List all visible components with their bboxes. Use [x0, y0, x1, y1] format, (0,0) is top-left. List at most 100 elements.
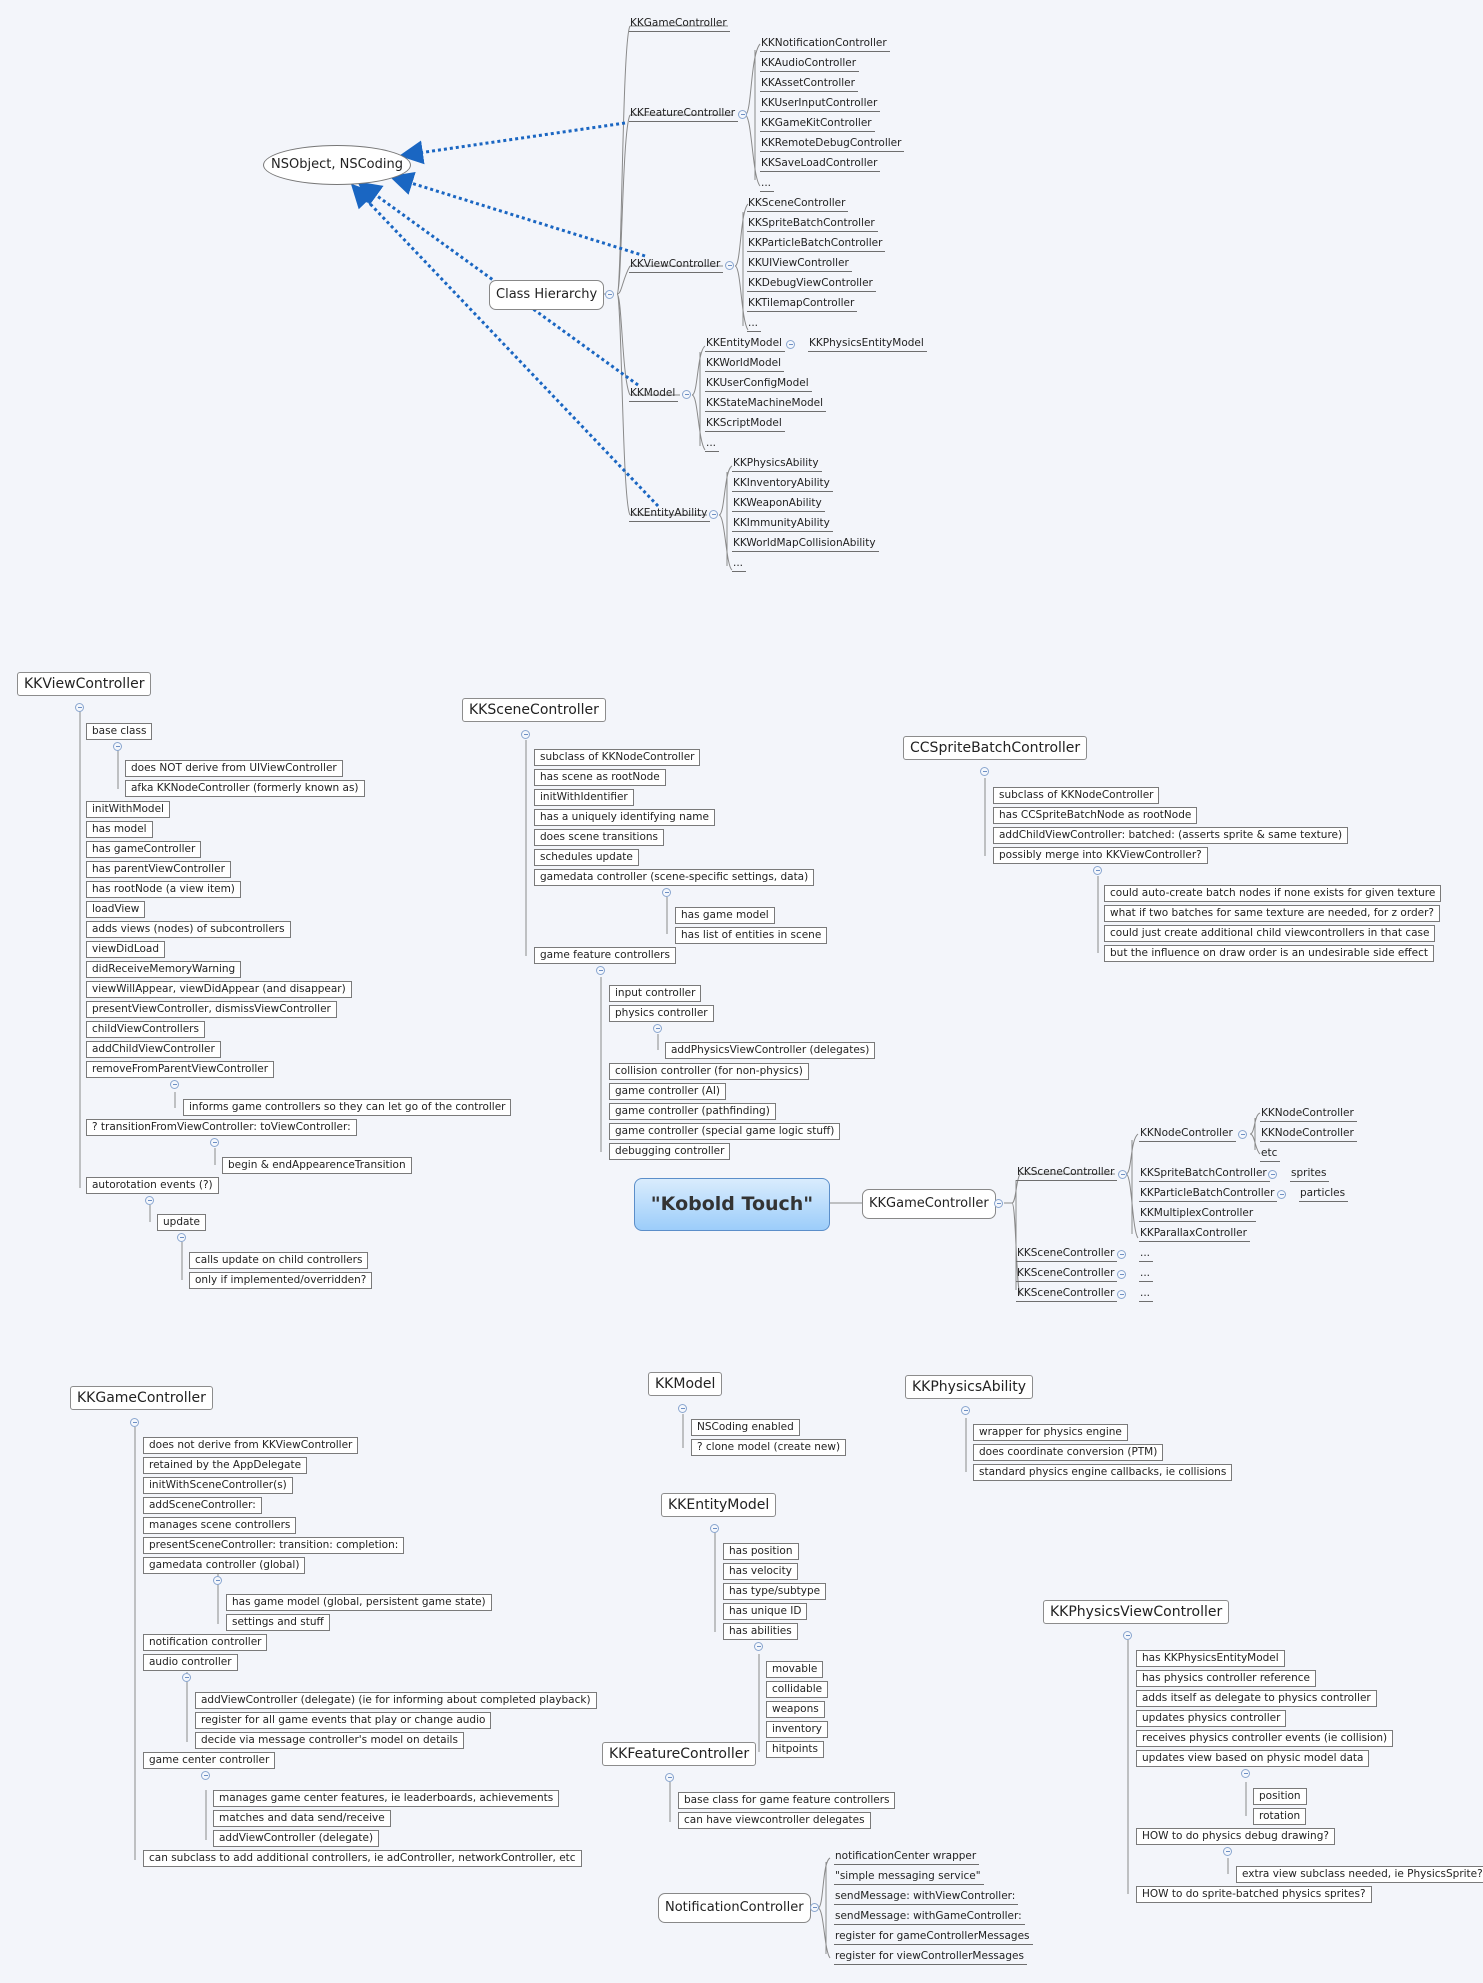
entity-item[interactable]: has abilities — [723, 1623, 798, 1640]
collapse-toggle-icon[interactable] — [113, 742, 122, 751]
model-item[interactable]: ? clone model (create new) — [691, 1439, 847, 1456]
vc-item[interactable]: has model — [86, 821, 153, 838]
notification-item[interactable]: register for viewControllerMessages — [834, 1950, 1027, 1965]
central-scene-controller[interactable]: KKSceneController — [1016, 1166, 1118, 1181]
sprite-batch-child[interactable]: could auto-create batch nodes if none ex… — [1104, 885, 1442, 902]
vc-remove-child[interactable]: informs game controllers so they can let… — [183, 1099, 512, 1116]
physics-view-item[interactable]: updates physics controller — [1136, 1710, 1287, 1727]
hierarchy-view-child[interactable]: KKSpriteBatchController — [747, 217, 878, 232]
collapse-toggle-icon[interactable] — [1268, 1170, 1277, 1179]
collapse-toggle-icon[interactable] — [980, 767, 989, 776]
collapse-toggle-icon[interactable] — [1093, 866, 1102, 875]
hierarchy-model-child[interactable]: ... — [705, 437, 720, 452]
central-node-child[interactable]: KKNodeController — [1260, 1127, 1357, 1142]
vc-item[interactable]: initWithModel — [86, 801, 170, 818]
vc-item[interactable]: presentViewController, dismissViewContro… — [86, 1001, 337, 1018]
collapse-toggle-icon[interactable] — [653, 1024, 662, 1033]
collapse-toggle-icon[interactable] — [1117, 1290, 1126, 1299]
vc-item[interactable]: loadView — [86, 901, 146, 918]
physics-view-debug[interactable]: HOW to do physics debug drawing? — [1136, 1828, 1335, 1845]
physics-view-update-child[interactable]: position — [1253, 1788, 1307, 1805]
model-title[interactable]: KKModel — [648, 1372, 723, 1396]
collapse-toggle-icon[interactable] — [605, 290, 614, 299]
entity-item[interactable]: has unique ID — [723, 1603, 808, 1620]
game-item[interactable]: gamedata controller (global) — [143, 1557, 306, 1574]
physics-ability-item[interactable]: does coordinate conversion (PTM) — [973, 1444, 1164, 1461]
collapse-toggle-icon[interactable] — [961, 1406, 970, 1415]
collapse-toggle-icon[interactable] — [1238, 1130, 1247, 1139]
vc-item[interactable]: didReceiveMemoryWarning — [86, 961, 242, 978]
game-audio-child[interactable]: addViewController (delegate) (ie for inf… — [195, 1692, 597, 1709]
collapse-toggle-icon[interactable] — [1277, 1190, 1286, 1199]
physics-view-item[interactable]: updates view based on physic model data — [1136, 1750, 1370, 1767]
notification-item[interactable]: register for gameControllerMessages — [834, 1930, 1033, 1945]
physics-view-update-child[interactable]: rotation — [1253, 1808, 1307, 1825]
scene-game-feature-controllers[interactable]: game feature controllers — [534, 947, 676, 964]
hierarchy-ability-child[interactable]: KKImmunityAbility — [732, 517, 833, 532]
game-item[interactable]: initWithSceneController(s) — [143, 1477, 293, 1494]
game-center-child[interactable]: manages game center features, ie leaderb… — [213, 1790, 560, 1807]
central-ellipsis[interactable]: ... — [1139, 1267, 1154, 1282]
entity-item[interactable]: has velocity — [723, 1563, 798, 1580]
hierarchy-feature-child[interactable]: KKAssetController — [760, 77, 858, 92]
vc-item[interactable]: removeFromParentViewController — [86, 1061, 275, 1078]
game-gamedata-child[interactable]: settings and stuff — [226, 1614, 330, 1631]
entity-model-title[interactable]: KKEntityModel — [661, 1493, 777, 1517]
notification-item[interactable]: sendMessage: withViewController: — [834, 1890, 1019, 1905]
physics-ability-title[interactable]: KKPhysicsAbility — [905, 1375, 1034, 1399]
scene-feature-item[interactable]: game controller (special game logic stuf… — [609, 1123, 841, 1140]
hierarchy-feature-child[interactable]: KKUserInputController — [760, 97, 881, 112]
central-more-scene[interactable]: KKSceneController — [1016, 1247, 1118, 1262]
physics-ability-item[interactable]: wrapper for physics engine — [973, 1424, 1128, 1441]
central-sprite-batch[interactable]: KKSpriteBatchController — [1139, 1167, 1270, 1182]
game-audio[interactable]: audio controller — [143, 1654, 238, 1671]
central-ellipsis[interactable]: ... — [1139, 1247, 1154, 1262]
central-particles[interactable]: particles — [1299, 1187, 1349, 1202]
scene-feature-item[interactable]: game controller (AI) — [609, 1083, 727, 1100]
central-multiplex[interactable]: KKMultiplexController — [1139, 1207, 1257, 1222]
nsobject-root-node[interactable]: NSObject, NSCoding — [263, 145, 411, 185]
vc-item[interactable]: has rootNode (a view item) — [86, 881, 241, 898]
notification-item[interactable]: "simple messaging service" — [834, 1870, 984, 1885]
collapse-toggle-icon[interactable] — [596, 966, 605, 975]
central-more-scene[interactable]: KKSceneController — [1016, 1287, 1118, 1302]
feature-controller-title[interactable]: KKFeatureController — [602, 1742, 757, 1766]
physics-view-item[interactable]: has physics controller reference — [1136, 1670, 1316, 1687]
scene-item[interactable]: gamedata controller (scene-specific sett… — [534, 869, 815, 886]
hierarchy-view-child[interactable]: KKParticleBatchController — [747, 237, 886, 252]
collapse-toggle-icon[interactable] — [213, 1576, 222, 1585]
collapse-toggle-icon[interactable] — [182, 1673, 191, 1682]
vc-transition-child[interactable]: begin & endAppearenceTransition — [222, 1157, 412, 1174]
collapse-toggle-icon[interactable] — [145, 1196, 154, 1205]
entity-ability[interactable]: collidable — [766, 1681, 829, 1698]
scene-gamedata-child[interactable]: has game model — [675, 907, 775, 924]
collapse-toggle-icon[interactable] — [725, 261, 734, 270]
hierarchy-model[interactable]: KKModel — [629, 387, 679, 402]
vc-base-class-child[interactable]: does NOT derive from UIViewController — [125, 760, 343, 777]
scene-controller-title[interactable]: KKSceneController — [462, 698, 606, 722]
sprite-batch-child[interactable]: but the influence on draw order is an un… — [1104, 945, 1434, 962]
hierarchy-feature-controller[interactable]: KKFeatureController — [629, 107, 739, 122]
vc-item[interactable]: adds views (nodes) of subcontrollers — [86, 921, 291, 938]
sprite-batch-child[interactable]: what if two batches for same texture are… — [1104, 905, 1440, 922]
scene-item[interactable]: initWithIdentifier — [534, 789, 634, 806]
class-hierarchy-node[interactable]: Class Hierarchy — [489, 280, 605, 310]
vc-base-class[interactable]: base class — [86, 723, 153, 740]
game-item[interactable]: manages scene controllers — [143, 1517, 297, 1534]
collapse-toggle-icon[interactable] — [210, 1138, 219, 1147]
physics-ability-item[interactable]: standard physics engine callbacks, ie co… — [973, 1464, 1233, 1481]
notification-item[interactable]: sendMessage: withGameController: — [834, 1910, 1025, 1925]
hierarchy-feature-child[interactable]: KKSaveLoadController — [760, 157, 881, 172]
hierarchy-ability-child[interactable]: ... — [732, 557, 747, 572]
collapse-toggle-icon[interactable] — [521, 730, 530, 739]
collapse-toggle-icon[interactable] — [665, 1773, 674, 1782]
game-center-child[interactable]: matches and data send/receive — [213, 1810, 391, 1827]
hierarchy-feature-child[interactable]: KKAudioController — [760, 57, 860, 72]
collapse-toggle-icon[interactable] — [1117, 1270, 1126, 1279]
game-item[interactable]: does not derive from KKViewController — [143, 1437, 359, 1454]
game-center-child[interactable]: addViewController (delegate) — [213, 1830, 380, 1847]
hierarchy-view-controller[interactable]: KKViewController — [629, 258, 724, 273]
sprite-batch-item[interactable]: addChildViewController: batched: (assert… — [993, 827, 1349, 844]
game-gamedata-child[interactable]: has game model (global, persistent game … — [226, 1594, 492, 1611]
game-notification[interactable]: notification controller — [143, 1634, 268, 1651]
